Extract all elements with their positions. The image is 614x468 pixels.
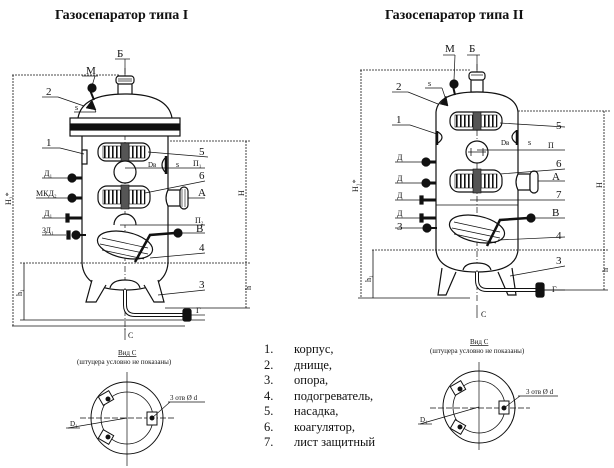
label-P2: П₂ (195, 216, 204, 225)
label-h: h (244, 286, 253, 290)
type-2-labels: М Б s 2 1 5 Dв s П 6 А 7 Д Д Д Д 3 В 4 3… (351, 43, 610, 319)
label-H: Н (237, 190, 246, 196)
label-A: А (552, 171, 560, 183)
label-P: П (548, 141, 554, 150)
label-A: А (198, 187, 206, 199)
label-D1: D₁ (420, 416, 428, 424)
label-part-2: 2 (46, 86, 52, 98)
separator-type-1 (12, 58, 250, 340)
label-Dv: Dв (148, 161, 157, 169)
view-c-type-2-labels: Вид С (штуцера условно не показаны) 3 от… (420, 338, 554, 424)
label-D-a: Д (397, 153, 403, 162)
label-h1: h₁ (15, 289, 24, 296)
label-V: В (196, 223, 203, 235)
parts-legend: 1.корпус, 2.днище, 3.опора, 4.подогреват… (264, 342, 375, 451)
view-c-type-1 (66, 372, 205, 466)
legend-item: 6.коагулятор, (264, 419, 355, 434)
legend-item: 3.опора, (264, 373, 329, 387)
label-part-4: 4 (556, 230, 562, 242)
separator-type-2 (358, 54, 610, 318)
label-part-7: 7 (556, 189, 562, 201)
label-C: С (481, 310, 486, 319)
label-part-5: 5 (199, 146, 205, 158)
title-type-2: Газосепаратор типа II (385, 8, 524, 23)
label-D-c: Д (397, 191, 403, 200)
label-G: Г (552, 285, 557, 294)
label-D-b: Д (397, 174, 403, 183)
view-c-type-2 (418, 362, 558, 450)
label-P1: П₁ (193, 159, 202, 168)
label-s: s (75, 103, 78, 112)
legend-item: 2.днище, (264, 357, 333, 372)
view-c-title: Вид С (470, 338, 489, 346)
label-V: В (552, 207, 559, 219)
label-part-2: 2 (396, 81, 402, 93)
label-part-5: 5 (556, 120, 562, 132)
label-part-4: 4 (199, 242, 205, 254)
label-M: М (86, 65, 96, 77)
label-part-3: 3 (556, 255, 562, 267)
label-part-6: 6 (556, 158, 562, 170)
label-s: s (428, 79, 431, 88)
label-part-3: 3 (199, 279, 205, 291)
view-c-subtitle: (штуцера условно не показаны) (430, 347, 525, 355)
label-D1: D₁ (70, 420, 78, 428)
legend-item: 7.лист защитный (264, 435, 376, 449)
label-D1-a: Д₁ (44, 169, 52, 178)
label-C: С (128, 331, 133, 340)
view-c-subtitle: (штуцера условно не показаны) (77, 358, 172, 366)
label-holes: 3 отв Ø d (526, 388, 554, 396)
label-D-d: Д (397, 209, 403, 218)
label-Dv: Dв (501, 139, 510, 147)
label-G: Г (196, 306, 201, 315)
label-ZD1: ЗД₁ (42, 226, 54, 235)
legend-item: 4.подогреватель, (264, 388, 374, 403)
legend-item: 5.насадка, (264, 404, 339, 418)
label-part-3-left: 3 (397, 221, 403, 233)
view-c-type-1-labels: Вид С (штуцера условно не показаны) 3 от… (70, 349, 198, 428)
label-holes: 3 отв Ø d (170, 394, 198, 402)
legend-item: 1.корпус, (264, 342, 334, 356)
label-h: h (601, 268, 610, 272)
label-D1-b: Д₁ (44, 209, 52, 218)
label-part-1: 1 (46, 137, 52, 149)
label-H1: Н₁* (351, 179, 360, 192)
label-s-side: s (528, 138, 531, 147)
label-h1: h₁ (364, 275, 373, 282)
label-H: Н (595, 182, 604, 188)
label-MKD2: МКД₂ (36, 189, 57, 198)
title-type-1: Газосепаратор типа I (55, 8, 189, 23)
label-M: М (445, 43, 455, 55)
view-c-title: Вид С (118, 349, 137, 357)
label-B: Б (117, 48, 123, 60)
label-H1: Н₁* (4, 192, 13, 205)
label-s-side: s (176, 160, 179, 169)
label-part-1: 1 (396, 114, 402, 126)
label-part-6: 6 (199, 170, 205, 182)
type-1-labels: М Б s 2 1 5 Dв s П₁ 6 А Д₁ МКД₂ Д₁ П₂ В … (4, 48, 253, 340)
label-B: Б (469, 43, 475, 55)
